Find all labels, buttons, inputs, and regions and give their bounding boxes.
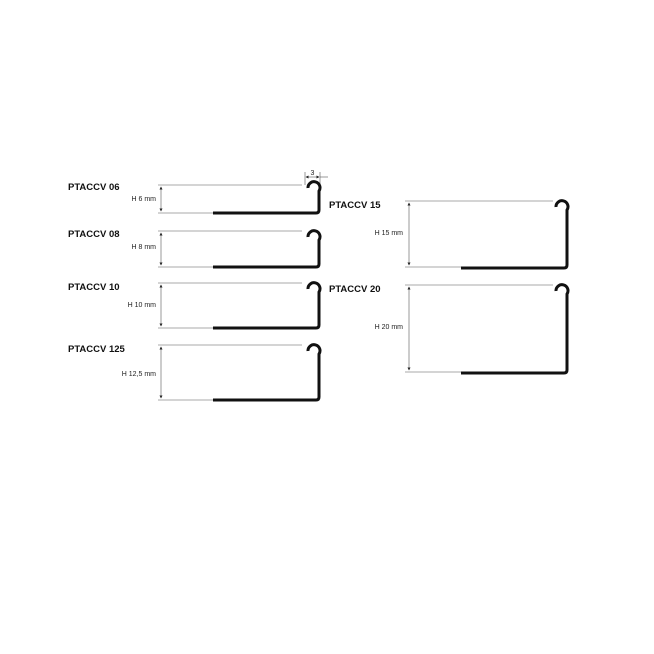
profile-ptaccv-10: PTACCV 10 H 10 mm [68, 281, 322, 330]
profile-name: PTACCV 15 [329, 200, 381, 211]
height-label: H 12,5 mm [122, 371, 156, 378]
profile-name: PTACCV 08 [68, 229, 120, 240]
profile-name: PTACCV 125 [68, 344, 126, 355]
profile-shape [213, 281, 322, 330]
profile-shape [213, 229, 322, 269]
profile-name: PTACCV 20 [329, 284, 381, 295]
hem-width-label: 3 [311, 170, 315, 177]
profile-shape [461, 199, 570, 270]
profile-shape [213, 343, 322, 402]
height-label: H 6 mm [132, 196, 157, 203]
profile-name: PTACCV 06 [68, 182, 120, 193]
profile-ptaccv-15: PTACCV 15 H 15 mm [329, 199, 570, 270]
profile-shape [213, 180, 322, 215]
height-label: H 20 mm [375, 324, 404, 331]
profile-ptaccv-06: PTACCV 06 H 6 mm [68, 180, 322, 215]
profile-name: PTACCV 10 [68, 282, 120, 293]
profile-ptaccv-125: PTACCV 125 H 12,5 mm [68, 343, 322, 402]
profile-ptaccv-08: PTACCV 08 H 8 mm [68, 229, 322, 269]
height-label: H 10 mm [128, 302, 157, 309]
height-label: H 15 mm [375, 230, 404, 237]
profile-shape [461, 283, 570, 375]
height-label: H 8 mm [132, 244, 157, 251]
profile-ptaccv-20: PTACCV 20 H 20 mm [329, 283, 570, 375]
hem-width-dimension: 3 [304, 170, 328, 185]
